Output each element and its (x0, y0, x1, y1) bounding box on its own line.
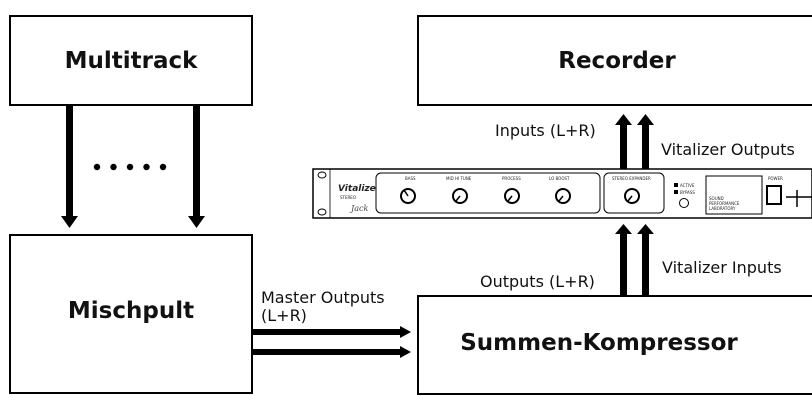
vitalizer-outputs-label: Vitalizer Outputs (661, 140, 795, 159)
section-label-bass: BASS (405, 176, 416, 181)
ellipsis-dots (93, 163, 167, 171)
multitrack-label: Multitrack (64, 47, 198, 74)
recorder-label: Recorder (558, 47, 676, 74)
bypass-label-bypass: BYPASS (680, 190, 695, 195)
outputs-label: Outputs (L+R) (480, 272, 595, 291)
maker-text-3: LABORATORY (709, 206, 736, 211)
mischpult-label: Mischpult (67, 298, 195, 324)
section-label-midhi: MID HI TUNE (446, 176, 472, 181)
multitrack-to-mischpult-arrows (61, 106, 205, 228)
recorder-box: Recorder (417, 15, 812, 106)
inputs-label: Inputs (L+R) (495, 121, 596, 140)
knob-bass (400, 188, 416, 204)
vitalizer-inputs-label: Vitalizer Inputs (662, 258, 782, 277)
vitalizer-outputs-arrows (615, 114, 654, 169)
maker-text-1: SOUND (709, 196, 724, 201)
vitalizer-model: STEREO (340, 195, 356, 200)
summen-kompressor-box: Summen-Kompressor (417, 295, 812, 395)
vitalizer-inputs-arrows (615, 224, 654, 296)
section-label-loboost: LO BOOST (549, 176, 570, 181)
knob-process (504, 188, 520, 204)
master-outputs-arrows (253, 326, 411, 358)
section-label-expander: STEREO EXPANDER (612, 176, 651, 181)
vitalizer-device: Vitalizer STEREO Jack BASS MID HI TUNE P… (312, 168, 812, 219)
section-label-process: PROCESS (502, 176, 521, 181)
master-outputs-label: Master Outputs (261, 288, 385, 307)
jack-logo: Jack (349, 204, 368, 213)
knob-midhi (452, 188, 468, 204)
diagram-graphics: Vitalizer STEREO Jack BASS MID HI TUNE P… (61, 106, 812, 358)
summen-kompressor-label: Summen-Kompressor (460, 330, 738, 356)
master-outputs-sublabel: (L+R) (261, 306, 307, 325)
power-label: POWER (768, 176, 783, 181)
multitrack-box: Multitrack (9, 15, 253, 106)
knob-loboost (555, 188, 571, 204)
knob-expander (624, 188, 640, 204)
maker-text-2: PERFORMANCE (709, 201, 740, 206)
vitalizer-brand: Vitalizer (338, 184, 381, 194)
power-switch (766, 185, 782, 205)
bypass-button (679, 198, 689, 208)
bypass-label-active: ACTIVE (680, 183, 695, 188)
